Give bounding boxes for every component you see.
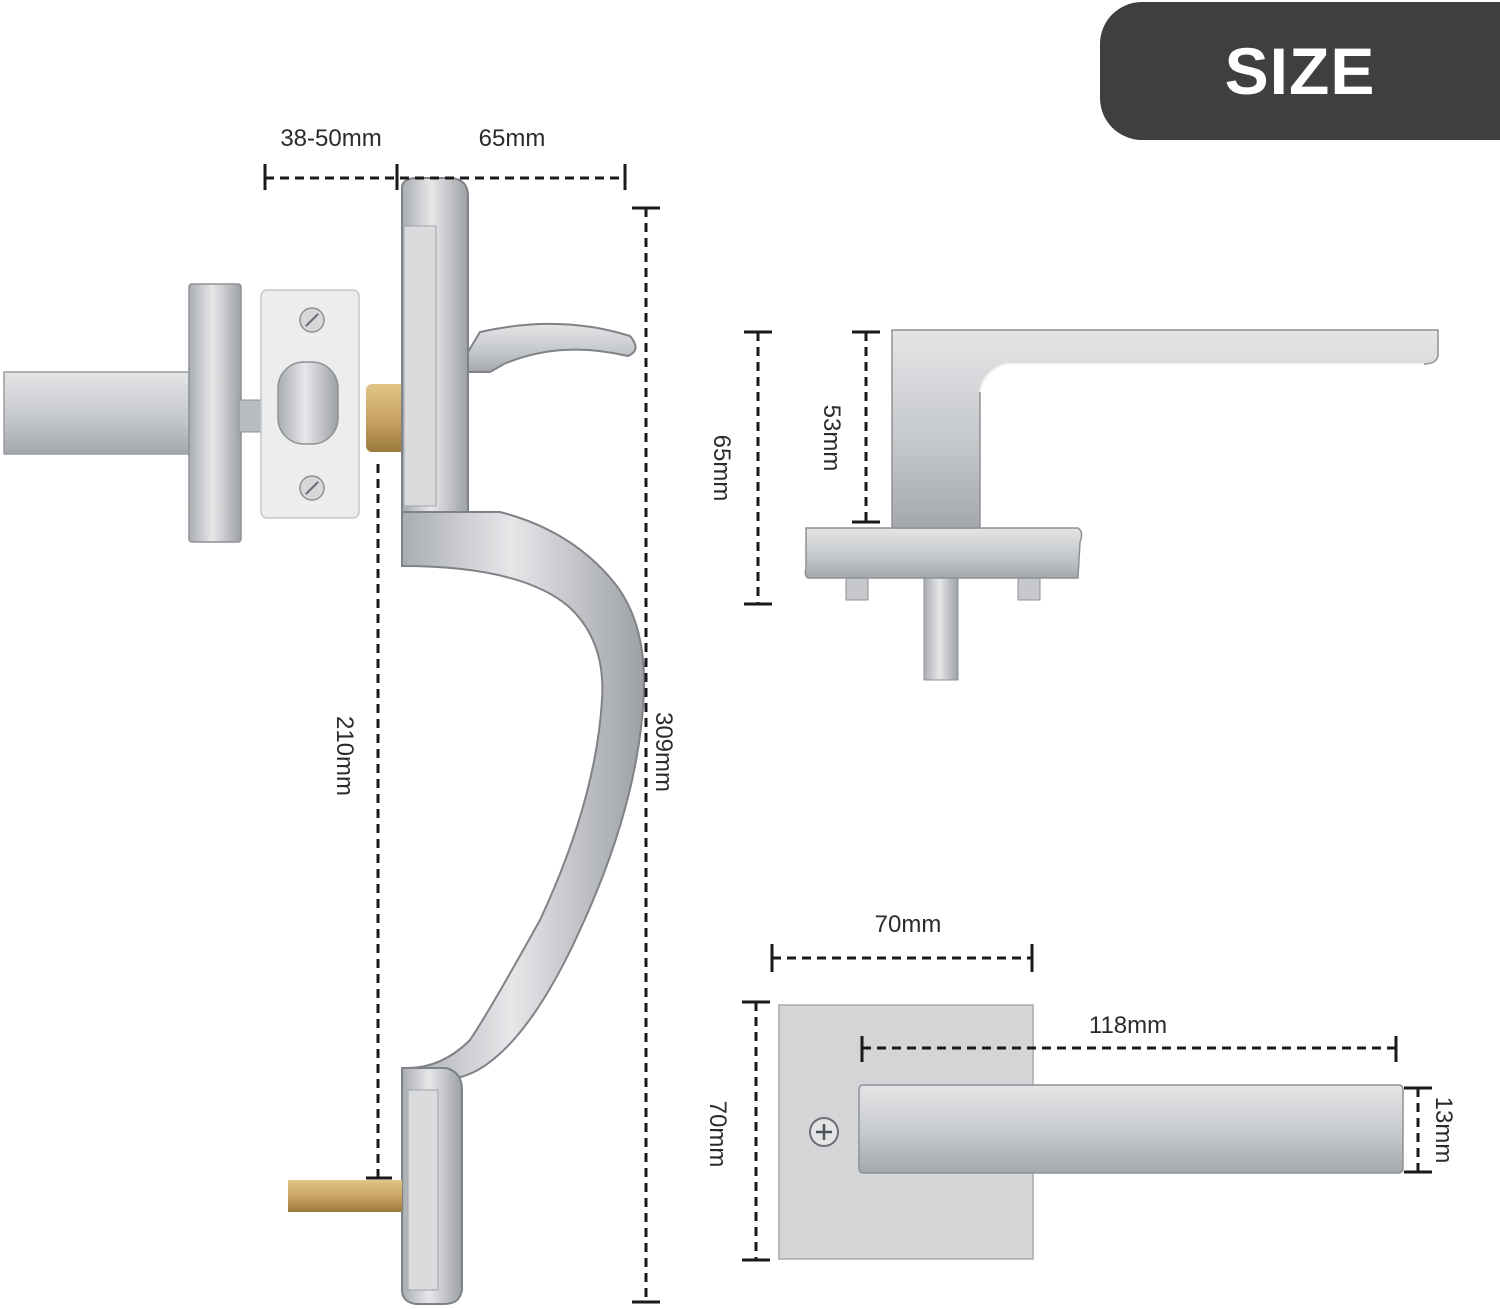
- interior-lever-bar: [3, 371, 191, 455]
- dim-total-height-label: 309mm: [650, 712, 677, 792]
- dim-rose-height-label: 70mm: [704, 1101, 731, 1168]
- size-badge-label: SIZE: [1224, 34, 1376, 108]
- interior-rose: [188, 283, 242, 543]
- lever-post-left: [845, 575, 869, 601]
- dim-lever-length-label: 118mm: [1089, 1012, 1167, 1039]
- lever-spindle: [923, 573, 959, 681]
- dim-projection-label: 65mm: [479, 125, 546, 152]
- thumb-piece: [467, 322, 637, 373]
- exterior-grip: [401, 511, 646, 1084]
- front-lever-bar: [858, 1084, 1404, 1174]
- dim-lever-neck-label: 53mm: [818, 405, 845, 472]
- brass-tube-top: [366, 384, 406, 452]
- dimension-lines: [263, 164, 1432, 1304]
- dim-lever-thickness-label: 13mm: [1430, 1097, 1457, 1164]
- dim-lever-height-label: 65mm: [708, 435, 735, 502]
- spindle-stub: [238, 399, 262, 433]
- dim-backset-label: 38-50mm: [280, 125, 381, 152]
- lever-front-view: [778, 1004, 1404, 1260]
- handleset-side-view: [3, 177, 646, 1305]
- lever-base: [804, 527, 1083, 579]
- brass-mount-rod: [288, 1180, 402, 1212]
- lever-body: [891, 329, 1439, 529]
- lever-post-right: [1017, 575, 1041, 601]
- dim-spindle-center-label: 210mm: [331, 716, 358, 796]
- lever-side-view: [804, 329, 1439, 681]
- latch-bolt: [277, 361, 339, 445]
- size-badge: SIZE: [1100, 2, 1500, 140]
- dim-rose-width-label: 70mm: [875, 911, 942, 938]
